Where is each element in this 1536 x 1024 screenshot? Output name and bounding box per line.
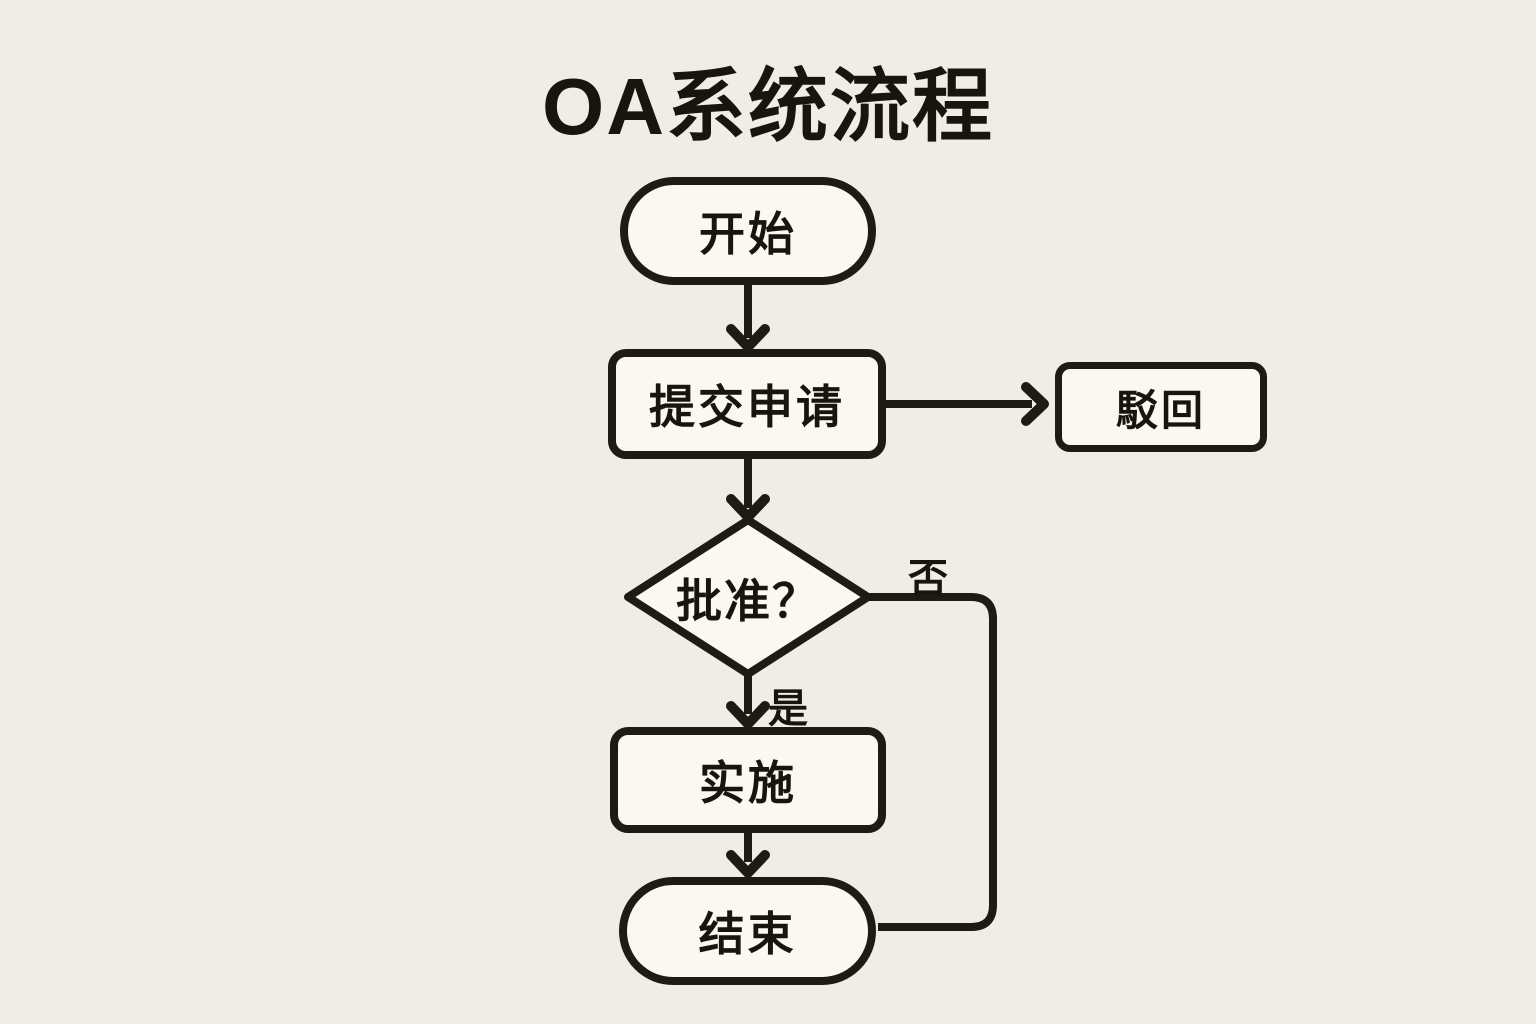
submit-node-label: 提交申请 [649,381,845,433]
page-title: OA系统流程 [542,62,994,151]
edge-label-no: 否 [908,557,948,601]
arrowhead-approve-to-implement-icon [726,701,770,729]
edge-approve-to-end [866,593,997,931]
decision-node: 批准？ [628,570,868,627]
end-node-label: 结束 [698,908,797,960]
implement-node-label: 实施 [699,757,797,809]
submit-node: 提交申请 [608,349,886,459]
start-node-label: 开始 [699,208,797,260]
decision-node-label: 批准？ [676,575,820,627]
reject-node: 駁回 [1055,362,1267,452]
arrowhead-implement-to-end-icon [726,850,770,878]
arrowhead-start-to-submit-icon [726,324,770,352]
edge-label-yes: 是 [768,687,808,731]
arrowhead-submit-to-reject-icon [1021,382,1049,426]
start-node: 开始 [620,177,876,285]
reject-node-label: 駁回 [1115,386,1206,434]
end-node: 结束 [619,877,876,985]
implement-node: 实施 [610,727,886,833]
